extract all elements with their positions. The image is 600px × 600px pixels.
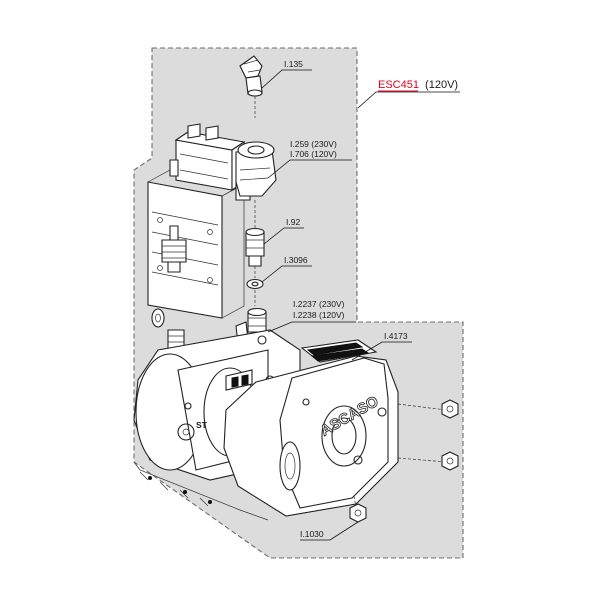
label-I92: I.92 bbox=[286, 217, 300, 227]
label-I3096: I.3096 bbox=[284, 255, 308, 265]
callouts: I.135 I.259 (230V) I.706 (120V) I.92 I.3… bbox=[261, 59, 460, 541]
seal-washer bbox=[246, 266, 264, 306]
assembly-code: ESC451 bbox=[378, 79, 419, 91]
label-I2238: I.2238 (120V) bbox=[293, 310, 345, 320]
solenoid-coil bbox=[235, 141, 277, 197]
svg-text:ST: ST bbox=[196, 420, 208, 430]
boiler-nuts bbox=[349, 399, 459, 523]
elbow-fitting bbox=[239, 55, 263, 118]
heating-element-plate bbox=[300, 339, 378, 363]
assembly-variant: (120V) bbox=[425, 79, 458, 91]
label-I1030: I.1030 bbox=[300, 529, 324, 539]
label-I4173: I.4173 bbox=[384, 331, 408, 341]
nut-2 bbox=[441, 451, 459, 471]
label-I259: I.259 (230V) bbox=[290, 139, 337, 149]
nut-3 bbox=[349, 503, 367, 523]
label-I706: I.706 (120V) bbox=[290, 149, 337, 159]
assembly-title: ESC451 (120V) bbox=[378, 79, 458, 91]
label-I135: I.135 bbox=[284, 59, 303, 69]
assembly-zone-boundary bbox=[133, 47, 464, 559]
adapter-fitting bbox=[245, 200, 265, 267]
boiler-front-shell: ASCASO bbox=[223, 355, 399, 517]
nut-1 bbox=[441, 399, 459, 419]
label-I2237: I.2237 (230V) bbox=[293, 299, 345, 309]
